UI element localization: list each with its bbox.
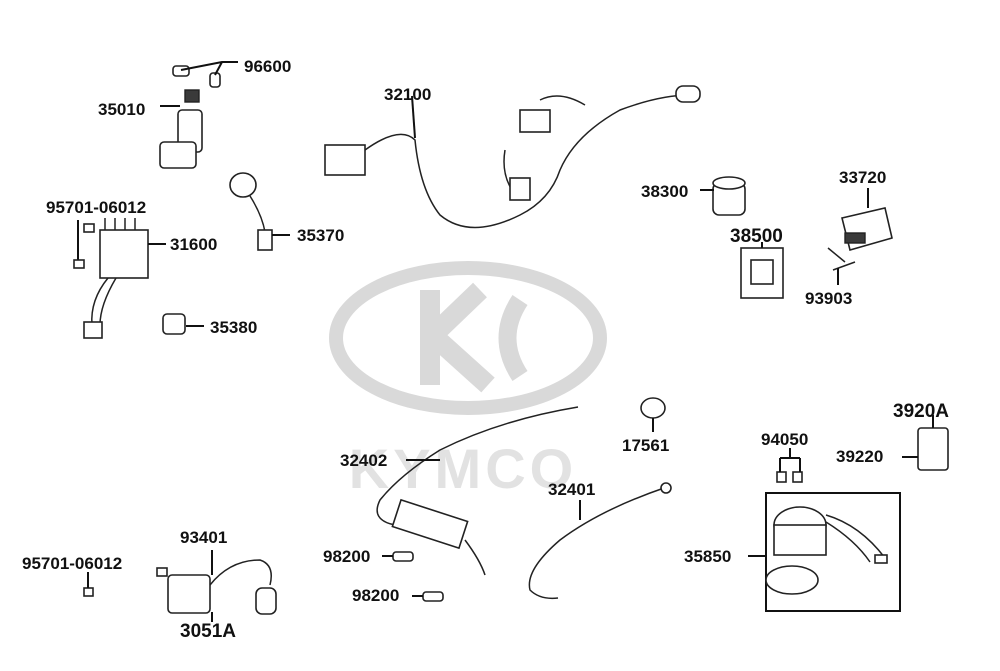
kymco-watermark-logo: KYMCO [329,261,607,500]
part-31600-regulator [73,218,166,339]
label-35370: 35370 [297,226,344,245]
label-33720: 33720 [839,168,886,187]
part-32100-wire-harness [324,85,701,229]
part-98200-fuses [382,551,444,602]
part-33720-cdi-unit [827,188,893,285]
label-3051A: 3051A [180,621,236,642]
label-32401: 32401 [548,480,595,499]
part-96600-keys [172,61,238,88]
part-3920A-module [902,415,949,471]
label-93903: 93903 [805,289,852,308]
label-32100: 32100 [384,85,431,104]
watermark-brand-text: KYMCO [349,437,577,500]
label-35010: 35010 [98,100,145,119]
label-94050: 94050 [761,430,808,449]
label-95701-06012-bottom: 95701-06012 [22,554,122,573]
part-35380-switch [162,313,204,335]
label-95701-06012-top: 95701-06012 [46,198,146,217]
part-35010-ignition-switch [159,89,203,169]
label-98200-b: 98200 [352,586,399,605]
part-95701-06012-bolt-bottom [83,572,94,597]
part-35370-sensor [229,172,290,251]
label-32402: 32402 [340,451,387,470]
label-35850: 35850 [684,547,731,566]
label-3920A: 3920A [893,401,949,422]
part-38300-relay [700,176,746,216]
label-96600: 96600 [244,57,291,76]
label-31600: 31600 [170,235,217,254]
part-17561-clamp [640,397,666,432]
part-35850-starter-relay [748,492,901,612]
label-98200-a: 98200 [323,547,370,566]
part-38500-fuse [740,242,784,299]
label-38500: 38500 [730,226,783,247]
label-93401: 93401 [180,528,227,547]
part-32401-cable [528,482,672,600]
label-38300: 38300 [641,182,688,201]
label-35380: 35380 [210,318,257,337]
label-39220: 39220 [836,447,883,466]
part-3051A-ignition-coil [156,550,277,622]
label-17561: 17561 [622,436,669,455]
part-94050-bolts [776,448,803,483]
part-32402-battery-cable [376,406,579,576]
